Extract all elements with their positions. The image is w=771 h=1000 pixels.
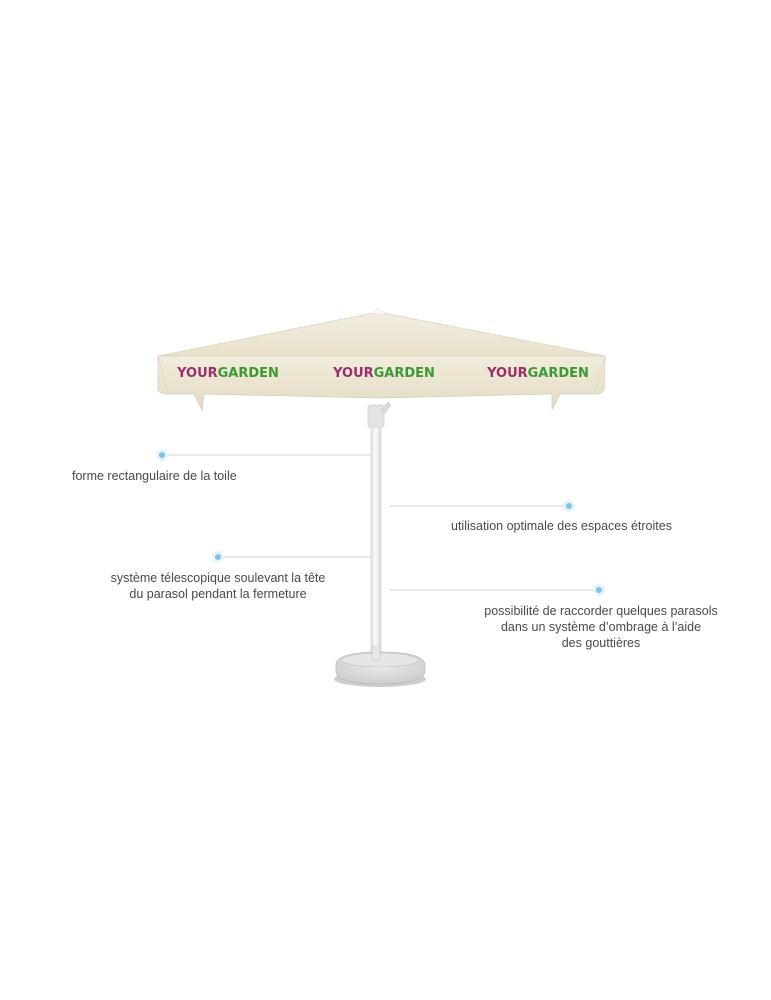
logo-right: YOURGARDEN xyxy=(486,366,589,381)
marker-dot-4 xyxy=(593,584,605,596)
logo-left: YOURGARDEN xyxy=(176,366,279,381)
callout-3-line-1: système télescopique soulevant la tête xyxy=(110,571,326,585)
callout-1-line-1: forme rectangulaire de la toile xyxy=(72,469,237,483)
callout-2-line-1: utilisation optimale des espaces étroite… xyxy=(451,519,672,533)
callout-4-line-1: possibilité de raccorder quelques paraso… xyxy=(484,604,718,618)
callout-rectangular-canopy: forme rectangulaire de la toile xyxy=(72,468,237,484)
callout-markers xyxy=(156,449,605,596)
canopy-top xyxy=(157,311,606,357)
callout-telescopic-system: système télescopique soulevant la tête d… xyxy=(100,570,336,602)
callout-4-line-3: des gouttières xyxy=(561,636,641,650)
leader-lines xyxy=(162,454,599,591)
pole-collar xyxy=(367,404,385,428)
callout-3-line-2: du parasol pendant la fermeture xyxy=(129,587,307,601)
marker-dot-3 xyxy=(212,551,224,563)
callout-connect-parasols: possibilité de raccorder quelques paraso… xyxy=(470,603,732,651)
marker-dot-2 xyxy=(563,500,575,512)
logo-center: YOURGARDEN xyxy=(332,366,435,381)
callout-4-line-2: dans un système d’ombrage à l’aide xyxy=(500,620,702,634)
parasol-pole xyxy=(370,404,382,661)
canopy-valance xyxy=(157,355,606,412)
pole-handle xyxy=(380,401,392,415)
callout-narrow-spaces: utilisation optimale des espaces étroite… xyxy=(451,518,672,534)
marker-dot-1 xyxy=(156,449,168,461)
